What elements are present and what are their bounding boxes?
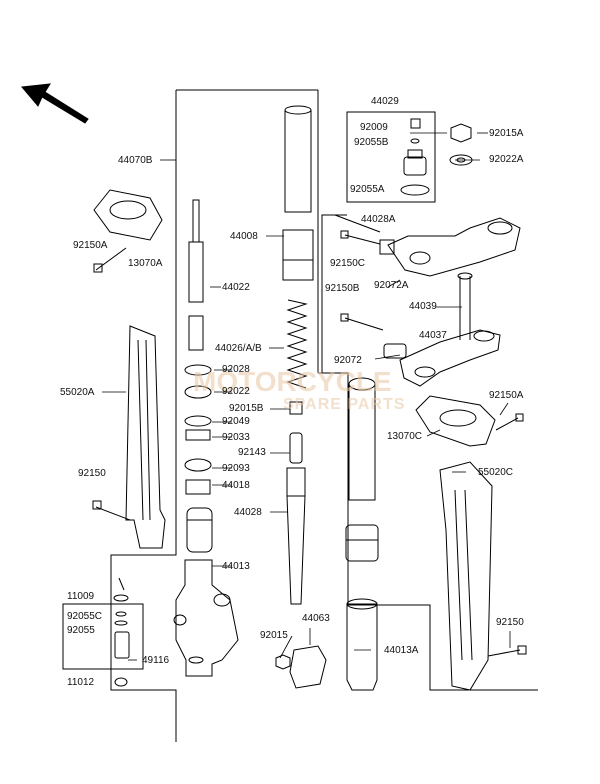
leader-lines (102, 132, 511, 661)
steering-stem-44037 (399, 272, 501, 387)
label-44013: 44013 (222, 561, 250, 572)
lower-clamp-13070C (415, 395, 524, 447)
label-92072A: 92072A (374, 280, 409, 291)
outer-tube-44013 (173, 507, 239, 677)
axle-clamp-44063 (275, 645, 327, 689)
label-92015: 92015 (260, 630, 288, 641)
label-92015B: 92015B (229, 403, 264, 414)
label-92028: 92028 (222, 364, 250, 375)
label-55020A: 55020A (60, 387, 95, 398)
inner-tube-right (345, 377, 379, 562)
label-13070C: 13070C (387, 431, 423, 442)
left-fork-frame (110, 90, 177, 742)
seal-stack (184, 364, 212, 495)
label-44029: 44029 (371, 96, 399, 107)
label-44070B: 44070B (118, 155, 153, 166)
label-44063: 44063 (302, 613, 330, 624)
clamp-bolts (340, 230, 407, 359)
pipe-92143 (289, 432, 303, 464)
washer-92022A (449, 154, 473, 166)
outer-tube-44013A (346, 598, 378, 691)
label-44013A: 44013A (384, 645, 419, 656)
valve-box (62, 603, 144, 670)
label-92033: 92033 (222, 432, 250, 443)
label-92150-left: 92150 (78, 468, 106, 479)
label-92055B: 92055B (354, 137, 389, 148)
label-44008: 44008 (230, 231, 258, 242)
label-92049: 92049 (222, 416, 250, 427)
label-44039: 44039 (409, 301, 437, 312)
top-clamp-44039 (379, 217, 521, 277)
label-11009: 11009 (67, 591, 95, 602)
inner-tube-44008 (282, 105, 314, 281)
label-92150C: 92150C (330, 258, 366, 269)
label-13070A: 13070A (128, 258, 163, 269)
top-cap (400, 118, 430, 196)
label-44018: 44018 (222, 480, 250, 491)
label-92143: 92143 (238, 447, 266, 458)
label-92072: 92072 (334, 355, 362, 366)
front-direction-arrow-icon (21, 83, 89, 124)
steering-box (321, 214, 348, 374)
spring-44026 (286, 299, 308, 389)
fork-guard-55020C (439, 461, 527, 691)
label-92055A: 92055A (350, 184, 385, 195)
label-92150A-left: 92150A (73, 240, 108, 251)
label-92015A-top: 92015A (489, 128, 524, 139)
right-fork-frame (318, 372, 538, 691)
label-44028: 44028 (234, 507, 262, 518)
label-11012: 11012 (67, 677, 95, 688)
label-92055C: 92055C (67, 611, 103, 622)
nut-92015A (450, 123, 472, 143)
cap-assembly-box (346, 111, 436, 203)
watermark-sub: SPARE PARTS (283, 396, 406, 413)
fork-guard-55020A (92, 325, 166, 549)
label-92055: 92055 (67, 625, 95, 636)
label-92009: 92009 (360, 122, 388, 133)
label-92150A-right: 92150A (489, 390, 524, 401)
label-49116: 49116 (142, 655, 170, 666)
valve-parts (113, 577, 130, 687)
label-44026: 44026/A/B (215, 343, 262, 354)
damper-rod (188, 199, 204, 351)
label-55020C: 55020C (478, 467, 514, 478)
watermark-main: MOTORCYCLE (193, 366, 392, 397)
label-92093: 92093 (222, 463, 250, 474)
upper-clamp-13070A (93, 189, 163, 273)
nut-92015B (289, 401, 303, 415)
label-44037: 44037 (419, 330, 447, 341)
label-92150B: 92150B (325, 283, 360, 294)
cylinder-44028 (286, 467, 306, 605)
label-92150-right: 92150 (496, 617, 524, 628)
label-44022: 44022 (222, 282, 250, 293)
label-44028A: 44028A (361, 214, 396, 225)
label-92022: 92022 (222, 386, 250, 397)
label-92022A: 92022A (489, 154, 524, 165)
